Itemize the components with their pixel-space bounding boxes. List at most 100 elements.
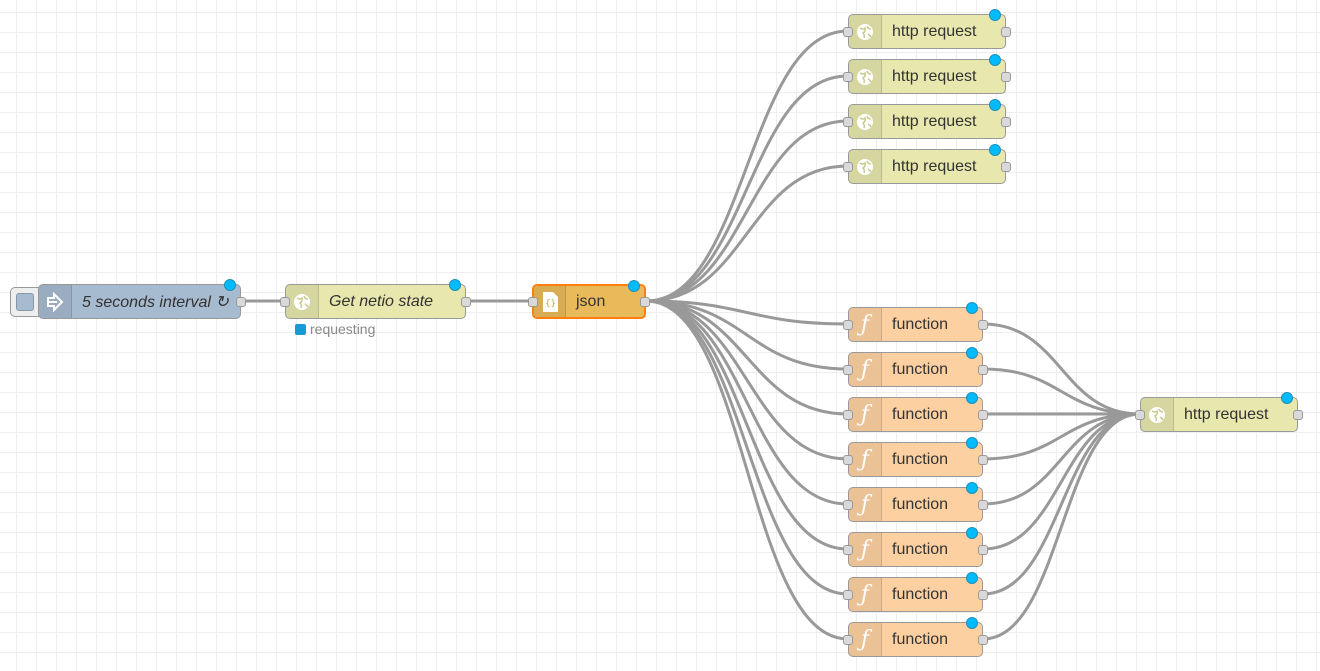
input-port[interactable] bbox=[843, 161, 853, 172]
changed-indicator-icon bbox=[966, 482, 978, 494]
function-node[interactable]: ƒ function bbox=[843, 617, 988, 657]
http-request-node[interactable]: http request bbox=[843, 9, 1011, 49]
http-request-final-node[interactable]: http request bbox=[1135, 392, 1303, 432]
globe-icon bbox=[286, 285, 319, 318]
wire bbox=[645, 299, 849, 416]
output-port[interactable] bbox=[978, 319, 988, 330]
function-icon: ƒ bbox=[849, 623, 882, 656]
http-request-label: http request bbox=[1184, 405, 1269, 423]
inject-label-text: 5 seconds interval bbox=[82, 293, 211, 311]
globe-icon bbox=[849, 105, 882, 138]
input-port[interactable] bbox=[1135, 409, 1145, 420]
globe-icon bbox=[849, 15, 882, 48]
function-node[interactable]: ƒ function bbox=[843, 392, 988, 432]
function-node[interactable]: ƒ function bbox=[843, 482, 988, 522]
output-port[interactable] bbox=[1001, 26, 1011, 37]
function-label: function bbox=[892, 450, 949, 468]
function-icon: ƒ bbox=[849, 398, 882, 431]
inject-node-label: 5 seconds interval ↻ bbox=[72, 292, 240, 312]
output-port[interactable] bbox=[978, 409, 988, 420]
input-port[interactable] bbox=[528, 296, 538, 307]
node-status: requesting bbox=[295, 321, 375, 337]
output-port[interactable] bbox=[1293, 409, 1303, 420]
arrow-in-icon bbox=[39, 285, 72, 318]
output-port[interactable] bbox=[236, 296, 246, 307]
function-node[interactable]: ƒ function bbox=[843, 527, 988, 567]
globe-icon bbox=[1141, 398, 1174, 431]
input-port[interactable] bbox=[280, 296, 290, 307]
function-label: function bbox=[892, 495, 949, 513]
wire bbox=[645, 164, 849, 303]
changed-indicator-icon bbox=[989, 144, 1001, 156]
input-port[interactable] bbox=[843, 634, 853, 645]
globe-icon bbox=[849, 150, 882, 183]
wire bbox=[982, 412, 1141, 641]
function-node[interactable]: ƒ function bbox=[843, 302, 988, 342]
input-port[interactable] bbox=[843, 319, 853, 330]
output-port[interactable] bbox=[1001, 161, 1011, 172]
output-port[interactable] bbox=[1001, 116, 1011, 127]
function-node[interactable]: ƒ function bbox=[843, 572, 988, 612]
wire bbox=[982, 322, 1141, 416]
changed-indicator-icon bbox=[966, 392, 978, 404]
input-port[interactable] bbox=[843, 364, 853, 375]
function-label: function bbox=[892, 405, 949, 423]
wire bbox=[645, 299, 849, 371]
json-node[interactable]: {} json bbox=[528, 280, 650, 319]
changed-indicator-icon bbox=[966, 302, 978, 314]
wire bbox=[982, 412, 1141, 551]
function-icon: ƒ bbox=[849, 308, 882, 341]
wire bbox=[645, 299, 849, 461]
output-port[interactable] bbox=[978, 589, 988, 600]
input-port[interactable] bbox=[843, 26, 853, 37]
wire bbox=[982, 367, 1141, 416]
function-label: function bbox=[892, 540, 949, 558]
wire bbox=[645, 299, 849, 506]
output-port[interactable] bbox=[978, 364, 988, 375]
http-request-label: http request bbox=[892, 67, 977, 85]
output-port[interactable] bbox=[640, 296, 650, 307]
function-icon: ƒ bbox=[849, 533, 882, 566]
input-port[interactable] bbox=[843, 499, 853, 510]
output-port[interactable] bbox=[978, 634, 988, 645]
wire bbox=[645, 299, 849, 641]
get-netio-state-node[interactable]: Get netio state bbox=[280, 279, 471, 319]
output-port[interactable] bbox=[461, 296, 471, 307]
http-request-node[interactable]: http request bbox=[843, 99, 1011, 139]
function-node[interactable]: ƒ function bbox=[843, 437, 988, 477]
http-request-node[interactable]: http request bbox=[843, 144, 1011, 184]
status-text: requesting bbox=[310, 321, 376, 337]
http-request-node[interactable]: http request bbox=[843, 54, 1011, 94]
input-port[interactable] bbox=[843, 71, 853, 82]
wire bbox=[982, 412, 1141, 596]
globe-icon bbox=[849, 60, 882, 93]
inject-node[interactable]: 5 seconds interval ↻ bbox=[38, 279, 246, 319]
output-port[interactable] bbox=[1001, 71, 1011, 82]
http-request-label: http request bbox=[892, 22, 977, 40]
function-label: function bbox=[892, 630, 949, 648]
function-icon: ƒ bbox=[849, 353, 882, 386]
input-port[interactable] bbox=[843, 116, 853, 127]
wire bbox=[645, 119, 849, 303]
changed-indicator-icon bbox=[989, 99, 1001, 111]
http-request-label: http request bbox=[892, 157, 977, 175]
changed-indicator-icon bbox=[966, 572, 978, 584]
function-label: function bbox=[892, 360, 949, 378]
get-netio-state-label: Get netio state bbox=[329, 292, 434, 310]
function-node[interactable]: ƒ function bbox=[843, 347, 988, 387]
wire bbox=[982, 412, 1141, 461]
output-port[interactable] bbox=[978, 454, 988, 465]
wire bbox=[645, 299, 849, 596]
input-port[interactable] bbox=[843, 409, 853, 420]
input-port[interactable] bbox=[843, 454, 853, 465]
output-port[interactable] bbox=[978, 499, 988, 510]
input-port[interactable] bbox=[843, 589, 853, 600]
changed-indicator-icon bbox=[1281, 392, 1293, 404]
function-icon: ƒ bbox=[849, 578, 882, 611]
output-port[interactable] bbox=[978, 544, 988, 555]
input-port[interactable] bbox=[843, 544, 853, 555]
function-label: function bbox=[892, 585, 949, 603]
http-request-label: http request bbox=[892, 112, 977, 130]
svg-text:{}: {} bbox=[545, 299, 556, 309]
